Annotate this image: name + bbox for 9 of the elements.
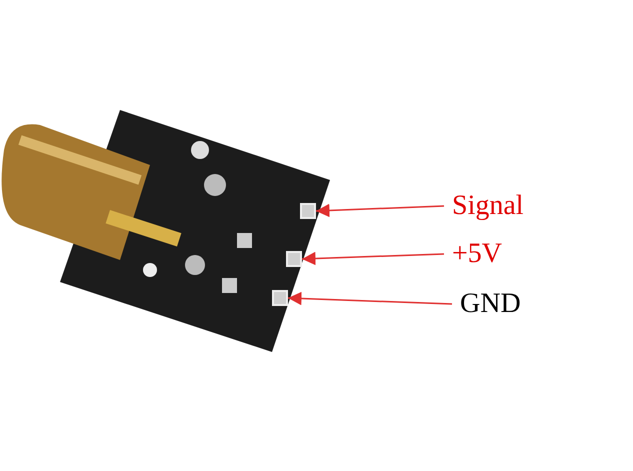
leader-line <box>316 204 444 218</box>
signal-pin-pad <box>300 203 316 219</box>
ground-pin-pad <box>272 290 288 306</box>
pin-label: +5V <box>452 238 502 270</box>
leader-line <box>302 252 444 266</box>
power-pin-pad <box>286 251 302 267</box>
pin-label: Signal <box>452 190 524 222</box>
pin-label: GND <box>460 288 521 320</box>
leader-line <box>288 292 452 306</box>
